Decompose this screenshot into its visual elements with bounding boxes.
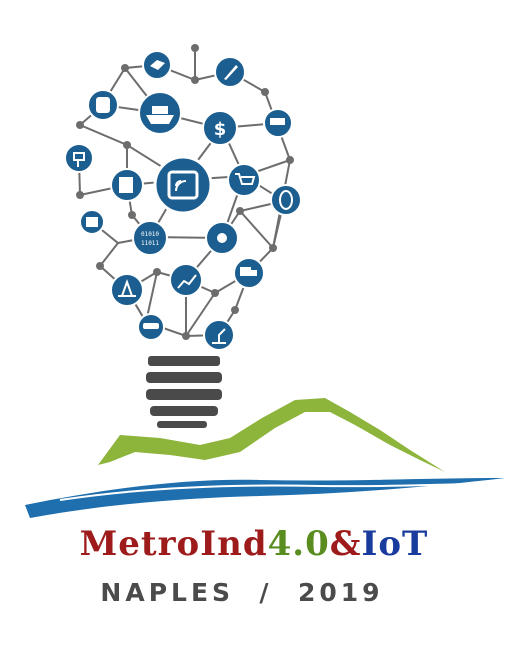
sea-wave-highlight: [59, 482, 501, 501]
network-hub-icon: [205, 221, 239, 255]
security-camera-icon: [263, 108, 293, 138]
svg-text:$: $: [214, 119, 227, 140]
title-version: 4.0: [267, 524, 330, 564]
title-iot: IoT: [361, 524, 429, 564]
title-metroind: MetroInd: [79, 524, 268, 564]
dollar-icon: $: [202, 110, 238, 146]
circuit-board-icon: [79, 209, 105, 235]
power-plug-icon: [64, 143, 94, 173]
rocket-icon: [214, 56, 246, 88]
svg-text:11011: 11011: [141, 240, 159, 247]
wireless-tablet-icon: [153, 155, 213, 215]
mountain-outline: [98, 398, 445, 472]
sea-wave: [25, 478, 505, 518]
conference-title: MetroInd4.0&IoT: [0, 524, 508, 564]
oil-rig-icon: [110, 273, 144, 307]
conference-logo: $ 01010 11011: [25, 44, 505, 518]
coffee-machine-icon: [110, 168, 144, 202]
svg-text:01010: 01010: [141, 231, 159, 238]
location-year: NAPLES / 2019: [100, 578, 384, 607]
title-ampersand: &: [329, 524, 362, 564]
analytics-chart-icon: [169, 263, 203, 297]
database-icon: [87, 89, 119, 121]
binary-data-icon: 01010 11011: [132, 220, 168, 256]
bird-icon: [142, 50, 172, 80]
ring-icon: [270, 184, 302, 216]
shopping-cart-icon: [227, 163, 261, 197]
robot-arm-icon: [203, 319, 235, 351]
bulb-base: [146, 356, 222, 428]
delivery-truck-icon: [233, 257, 265, 289]
junction-dots: [76, 44, 294, 340]
cargo-ship-icon: [138, 91, 182, 135]
car-icon: [137, 313, 165, 341]
